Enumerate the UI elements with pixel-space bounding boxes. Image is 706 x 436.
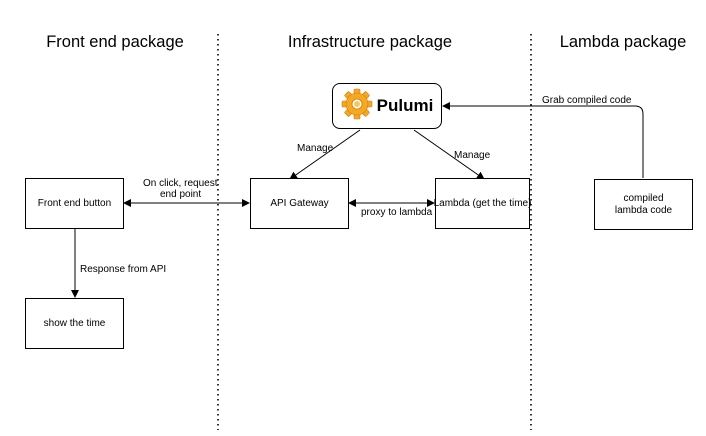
proxy-label: proxy to lambda [361, 207, 433, 218]
response-label: Response from API [80, 264, 167, 275]
on-click-label-line1: On click, request [143, 178, 218, 189]
manage-right-arrow [413, 129, 485, 180]
manage-left-label: Manage [297, 143, 334, 154]
show-time-label: show the time [43, 317, 106, 329]
pulumi-gear-logo-icon [341, 88, 373, 125]
lambda-function-label: Lambda (get the time) [433, 197, 532, 209]
api-gateway-box: API Gateway [250, 178, 349, 229]
grab-label: Grab compiled code [542, 95, 632, 106]
section-title-lambda: Lambda package [559, 33, 687, 51]
front-end-button-label: Front end button [37, 197, 112, 209]
compiled-lambda-label: compiled lambda code [614, 192, 673, 216]
compiled-lambda-box: compiled lambda code [594, 179, 693, 230]
manage-right-label: Manage [454, 150, 491, 161]
lambda-function-box: Lambda (get the time) [433, 178, 532, 229]
show-time-box: show the time [25, 298, 124, 349]
grab-arrow [442, 102, 644, 178]
section-title-front-end: Front end package [46, 33, 184, 51]
api-gateway-label: API Gateway [270, 197, 329, 209]
front-end-button-box: Front end button [25, 178, 124, 229]
pulumi-label: Pulumi [376, 96, 434, 115]
pulumi-node: Pulumi [332, 83, 442, 129]
section-title-infrastructure: Infrastructure package [287, 33, 453, 51]
on-click-label-line2: end point [160, 189, 202, 200]
manage-left-arrow [289, 129, 361, 180]
